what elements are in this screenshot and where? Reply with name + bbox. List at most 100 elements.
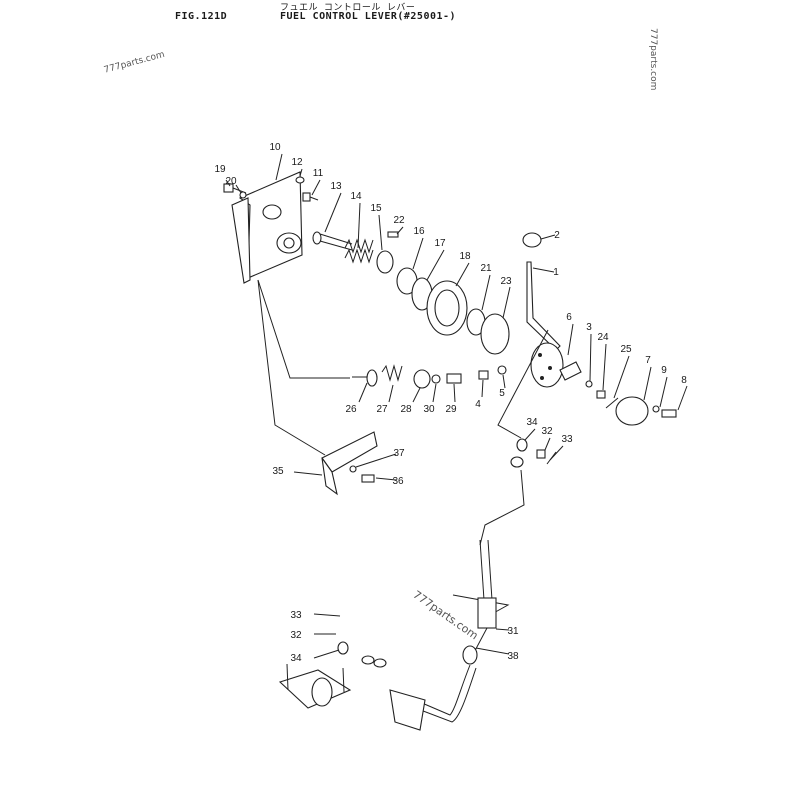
ball-joint-34 bbox=[510, 438, 528, 468]
leader-line bbox=[293, 471, 323, 476]
leader-line bbox=[388, 384, 394, 403]
nut-32 bbox=[536, 449, 546, 459]
leader-line bbox=[396, 226, 404, 235]
callout-8: 8 bbox=[681, 375, 687, 386]
spring-14 bbox=[344, 238, 374, 264]
part-number-callouts: 1920101211131415221617182123216324257982… bbox=[214, 142, 688, 664]
bracket-plate-10 bbox=[231, 171, 303, 284]
callout-2: 2 bbox=[554, 230, 560, 241]
callout-22: 22 bbox=[393, 215, 405, 226]
washer-9 bbox=[652, 405, 660, 413]
knob-2 bbox=[522, 232, 542, 248]
leader-line bbox=[540, 234, 556, 240]
housing-18 bbox=[426, 280, 468, 336]
leader-line bbox=[475, 647, 510, 655]
leader-line bbox=[375, 477, 397, 481]
guide-lines bbox=[257, 279, 549, 621]
pin-22 bbox=[387, 231, 399, 238]
washer-37 bbox=[349, 465, 357, 473]
nut-28 bbox=[413, 369, 431, 389]
control-cable-31 bbox=[409, 539, 497, 723]
bolt-8 bbox=[661, 409, 677, 418]
leader-line bbox=[225, 179, 231, 187]
leader-line bbox=[426, 249, 445, 281]
washer-12 bbox=[295, 176, 305, 184]
callout-32: 32 bbox=[541, 426, 553, 437]
callout-4: 4 bbox=[475, 399, 481, 410]
nut-24 bbox=[596, 390, 606, 399]
callout-24: 24 bbox=[597, 332, 609, 343]
leader-line bbox=[275, 153, 283, 181]
callout-19: 19 bbox=[214, 164, 226, 175]
callout-26: 26 bbox=[345, 404, 357, 415]
callout-36: 36 bbox=[392, 476, 404, 487]
callout-7: 7 bbox=[645, 355, 651, 366]
lever-1 bbox=[526, 261, 561, 351]
callout-5: 5 bbox=[499, 388, 505, 399]
governor-base bbox=[278, 663, 352, 709]
pin-3 bbox=[585, 380, 593, 388]
callout-21: 21 bbox=[480, 263, 492, 274]
lever-plate-6 bbox=[530, 342, 582, 388]
leader-line bbox=[643, 366, 652, 401]
bolt-4 bbox=[478, 370, 489, 380]
bolt-36 bbox=[361, 474, 375, 483]
callout-12: 12 bbox=[291, 157, 303, 168]
leader-line bbox=[432, 383, 437, 403]
washer-30 bbox=[431, 374, 441, 384]
washer-20 bbox=[239, 191, 247, 199]
leader-line bbox=[502, 374, 506, 389]
bolt-29 bbox=[446, 373, 462, 384]
leader-line bbox=[481, 379, 484, 398]
callout-32: 32 bbox=[290, 630, 302, 641]
leader-line bbox=[358, 382, 368, 403]
stopper-7 bbox=[615, 396, 649, 426]
leader-line bbox=[453, 383, 456, 403]
leader-line bbox=[502, 286, 511, 319]
leader-line bbox=[589, 333, 592, 382]
callout-3: 3 bbox=[586, 322, 592, 333]
leader-line bbox=[495, 628, 510, 631]
callout-25: 25 bbox=[620, 344, 632, 355]
title-japanese: フュエル コントロール レバー bbox=[280, 3, 416, 13]
leader-line bbox=[313, 649, 340, 659]
leader-line bbox=[299, 168, 303, 177]
lower-bracket bbox=[389, 689, 426, 731]
leader-line bbox=[235, 184, 242, 194]
callout-10: 10 bbox=[269, 142, 281, 153]
callout-28: 28 bbox=[400, 404, 412, 415]
callout-9: 9 bbox=[661, 365, 667, 376]
figure-number: FIG.121D bbox=[175, 11, 228, 22]
spring-27 bbox=[381, 364, 403, 382]
leader-line bbox=[532, 267, 555, 273]
leader-line bbox=[567, 323, 574, 356]
callout-29: 29 bbox=[445, 404, 457, 415]
callout-1: 1 bbox=[553, 267, 559, 278]
callout-18: 18 bbox=[459, 251, 471, 262]
callout-16: 16 bbox=[413, 226, 425, 237]
leader-line bbox=[357, 202, 361, 249]
callout-35: 35 bbox=[272, 466, 284, 477]
callout-30: 30 bbox=[423, 404, 435, 415]
leader-line bbox=[544, 437, 551, 451]
callout-23: 23 bbox=[500, 276, 512, 287]
leader-line bbox=[602, 343, 607, 391]
cotter-pin-25 bbox=[605, 397, 619, 409]
leader-line bbox=[659, 376, 668, 408]
callout-34: 34 bbox=[290, 653, 302, 664]
callout-27: 27 bbox=[376, 404, 388, 415]
callout-33: 33 bbox=[290, 610, 302, 621]
leader-line bbox=[311, 179, 321, 196]
figure-title: FUEL CONTROL LEVER(#25001-) bbox=[280, 11, 457, 22]
leader-line bbox=[355, 453, 397, 468]
bolt-26 bbox=[352, 369, 378, 387]
leader-line bbox=[677, 385, 688, 411]
leader-line bbox=[412, 387, 421, 403]
bearing-23 bbox=[480, 313, 510, 355]
leader-line bbox=[412, 237, 424, 270]
leader-line bbox=[549, 445, 564, 461]
callout-17: 17 bbox=[434, 238, 446, 249]
leader-line bbox=[378, 214, 383, 251]
bracket-35 bbox=[321, 431, 378, 496]
